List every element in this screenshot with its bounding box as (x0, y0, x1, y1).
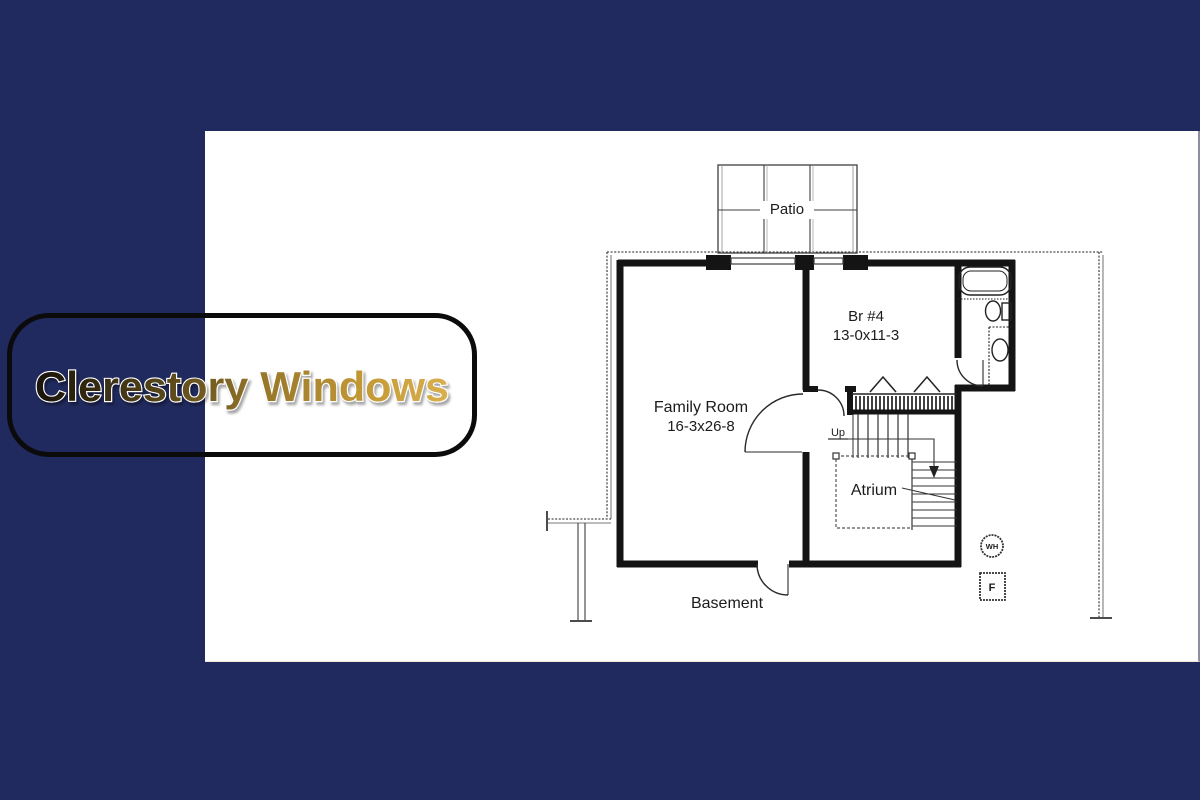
staircase (828, 414, 957, 530)
exterior-walls (616, 259, 1016, 568)
door-swings (744, 359, 984, 596)
floor-plan-panel (205, 131, 1200, 662)
bedroom-label: Br #4 (848, 308, 884, 325)
toilet-bowl (984, 300, 1002, 322)
up-label: Up (831, 427, 845, 439)
title-card: Clerestory Windows (7, 313, 477, 457)
foundation-lines (546, 251, 1112, 622)
bathroom-fixtures (958, 266, 1012, 387)
water-heater-label: WH (986, 542, 999, 551)
family-room-label: Family Room (654, 399, 748, 416)
title-svg: Clerestory Windows (34, 362, 450, 411)
sliding-doors (706, 255, 868, 270)
patio-grid (717, 164, 858, 254)
patio-label: Patio (770, 201, 804, 218)
atrium-label: Atrium (851, 482, 897, 499)
atrium-outline (832, 452, 916, 529)
basement-label: Basement (691, 595, 764, 612)
clerestory-window-band (847, 375, 957, 415)
toilet-tank (1001, 302, 1012, 321)
water-heater-symbol (980, 534, 1004, 558)
title-text: Clerestory Windows (35, 363, 449, 410)
furnace-label: F (989, 582, 996, 594)
family-room-dims: 16-3x26-8 (667, 418, 735, 435)
utility-symbols (979, 534, 1006, 601)
bedroom-dims: 13-0x11-3 (833, 327, 899, 344)
furnace-symbol (979, 572, 1006, 601)
vanity-sink (991, 338, 1009, 362)
interior-walls (802, 260, 856, 567)
